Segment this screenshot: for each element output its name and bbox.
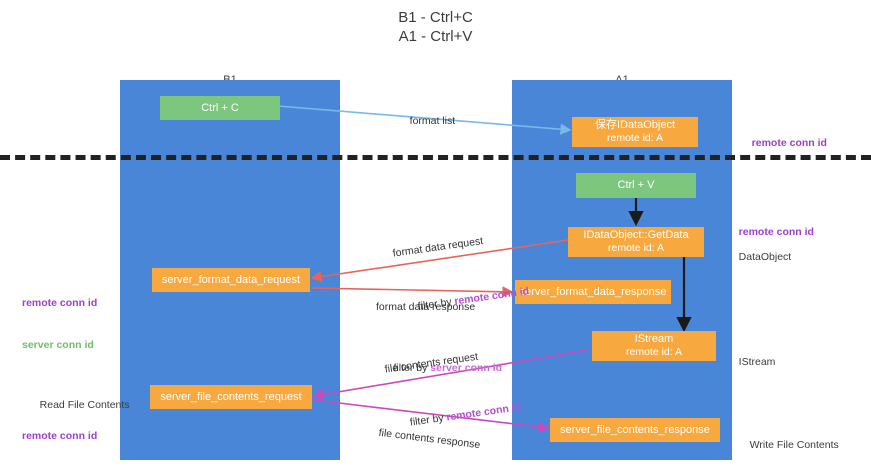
note-remote-conn-id-mid-text: remote conn id: [738, 226, 814, 238]
node-server-format-data-response[interactable]: server_format_data_response: [515, 280, 671, 304]
note-istream-text: IStream: [738, 356, 776, 368]
edge-label-format-list: format list: [398, 100, 456, 142]
edge-label-format-data-request-line1: format data request: [392, 235, 484, 260]
note-dataobject-text: DataObject: [738, 251, 792, 263]
node-server-file-contents-response[interactable]: server_file_contents_response: [550, 418, 720, 442]
edge-label-format-data-response-key: server conn id: [430, 362, 503, 374]
edge-label-file-contents-request-line1: file contents request: [384, 350, 479, 376]
node-ctrl-v[interactable]: Ctrl + V: [576, 173, 696, 198]
node-save-idataobject[interactable]: 保存IDataObject remote id: A: [572, 117, 698, 147]
note-remote-conn-id-top: remote conn id: [740, 122, 827, 164]
note-write-file-contents-text: Write File Contents: [749, 439, 839, 451]
edge-label-format-data-response-line2: filter by server conn id: [376, 347, 503, 389]
edge-label-format-data-response: format data response filter by server co…: [376, 272, 502, 417]
node-ctrl-v-label: Ctrl + V: [617, 179, 655, 191]
node-server-file-contents-response-label: server_file_contents_response: [560, 423, 710, 436]
edge-label-format-data-response-line1: format data response: [376, 301, 476, 313]
node-ctrl-c-label: Ctrl + C: [201, 101, 239, 114]
node-save-idataobject-line1: 保存IDataObject: [594, 119, 676, 131]
section-divider: [0, 155, 871, 160]
node-server-file-contents-request-label: server_file_contents_request: [160, 390, 302, 403]
note-conn-ids-format: remote conn id server conn id: [22, 268, 97, 380]
note-write-file-contents: Write File Contents: [738, 424, 839, 466]
note-conn-ids-file: remote conn id server conn id: [22, 401, 97, 467]
note-conn-ids-file-remote: remote conn id: [22, 430, 98, 442]
note-remote-conn-id-top-text: remote conn id: [751, 137, 827, 149]
note-remote-conn-id-mid: remote conn id: [727, 211, 814, 253]
note-conn-ids-format-remote: remote conn id: [22, 297, 98, 309]
node-ctrl-c[interactable]: Ctrl + C: [160, 96, 280, 120]
node-idataobject-getdata-line1: IDataObject::GetData: [583, 229, 689, 241]
note-read-file-contents-text: Read File Contents: [39, 399, 130, 411]
node-istream-line1: IStream: [634, 333, 674, 345]
node-istream-line2: remote id: A: [625, 346, 683, 358]
note-conn-ids-format-server: server conn id: [22, 339, 94, 351]
note-read-file-contents: Read File Contents: [28, 384, 130, 426]
edge-label-format-list-text: format list: [409, 115, 456, 127]
node-server-format-data-response-label: server_format_data_response: [519, 285, 667, 298]
page-title: B1 - Ctrl+C A1 - Ctrl+V: [398, 9, 473, 45]
node-server-format-data-request-label: server_format_data_request: [161, 273, 301, 286]
edge-label-format-data-response-prefix: filter by: [393, 362, 431, 374]
node-istream[interactable]: IStream remote id: A: [592, 331, 716, 361]
node-server-file-contents-request[interactable]: server_file_contents_request: [150, 385, 312, 409]
node-idataobject-getdata[interactable]: IDataObject::GetData remote id: A: [568, 227, 704, 257]
note-istream: IStream: [727, 341, 776, 383]
node-save-idataobject-line2: remote id: A: [606, 132, 664, 144]
node-server-format-data-request[interactable]: server_format_data_request: [152, 268, 310, 292]
edge-label-file-contents-response-line1: file contents response: [378, 426, 481, 452]
note-dataobject: DataObject: [727, 236, 792, 278]
node-idataobject-getdata-line2: remote id: A: [607, 242, 665, 254]
